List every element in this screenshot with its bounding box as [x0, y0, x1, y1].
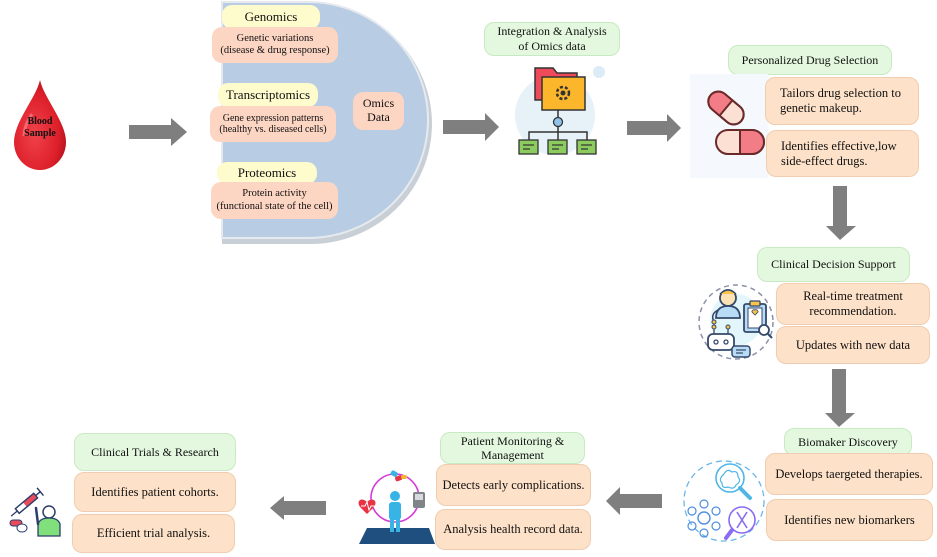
molecule-dna-search-icon	[683, 460, 765, 542]
omics-section-genomics-description: Genetic variations (disease & drug respo…	[212, 27, 338, 63]
syringe-volunteer-icon	[9, 487, 61, 537]
trials-point-2: Efficient trial analysis.	[72, 514, 235, 553]
pills-icon	[690, 74, 768, 178]
patient-vitals-icon	[358, 470, 435, 544]
clinical-decision-point-1: Real-time treatment recommendation.	[776, 283, 930, 325]
blood-sample-label: Blood Sample	[24, 116, 56, 139]
omics-section-transcriptomics-description: Gene expression patterns (healthy vs. di…	[210, 106, 336, 142]
flow-arrow-left	[270, 496, 326, 520]
flow-arrow-right	[129, 118, 187, 146]
omics-section-proteomics-title: Proteomics	[217, 162, 317, 184]
biomarker-icon	[682, 456, 766, 546]
drug-selection-point-1: Tailors drug selection to genetic makeup…	[765, 77, 919, 125]
trials-point-1: Identifies patient cohorts.	[74, 472, 236, 512]
integration-icon	[505, 60, 615, 155]
biomarker-point-1: Develops taergeted therapies.	[765, 453, 933, 495]
omics-section-genomics-title: Genomics	[222, 5, 320, 29]
drug-selection-title: Personalized Drug Selection	[728, 45, 892, 75]
doctor-robot-clipboard-icon	[698, 284, 774, 360]
biomarker-title: Biomaker Discovery	[784, 428, 912, 456]
monitoring-title: Patient Monitoring & Management	[440, 432, 585, 464]
omics-data-label: Omics Data	[353, 92, 404, 130]
omics-section-transcriptomics-title: Transcriptomics	[218, 83, 318, 107]
drug-selection-point-2: Identifies effective,low side-effect dru…	[766, 130, 919, 177]
biomarker-point-2: Identifies new biomarkers	[766, 499, 933, 541]
omics-section-proteomics-description: Protein activity (functional state of th…	[211, 182, 338, 219]
monitoring-point-2: Analysis health record data.	[435, 509, 591, 550]
trials-title: Clinical Trials & Research	[74, 433, 236, 471]
clinical-decision-title: Clinical Decision Support	[757, 247, 910, 282]
integration-title: Integration & Analysis of Omics data	[484, 22, 620, 56]
monitoring-point-1: Detects early complications.	[436, 464, 591, 506]
clinical-decision-point-2: Updates with new data	[776, 326, 930, 364]
blood-drop-icon	[14, 80, 66, 170]
flow-arrow-down	[825, 369, 855, 427]
clinical-decision-icon	[696, 282, 778, 362]
flow-arrow-right	[627, 114, 681, 142]
blood-sample: Blood Sample	[12, 78, 68, 172]
monitoring-icon	[353, 468, 437, 544]
capsule-pills-icon	[707, 90, 765, 155]
flow-arrow-right	[443, 113, 499, 141]
flow-arrow-down	[826, 186, 856, 240]
trials-icon	[6, 484, 64, 540]
folder-network-icon	[515, 66, 605, 155]
flow-arrow-left	[606, 487, 662, 515]
